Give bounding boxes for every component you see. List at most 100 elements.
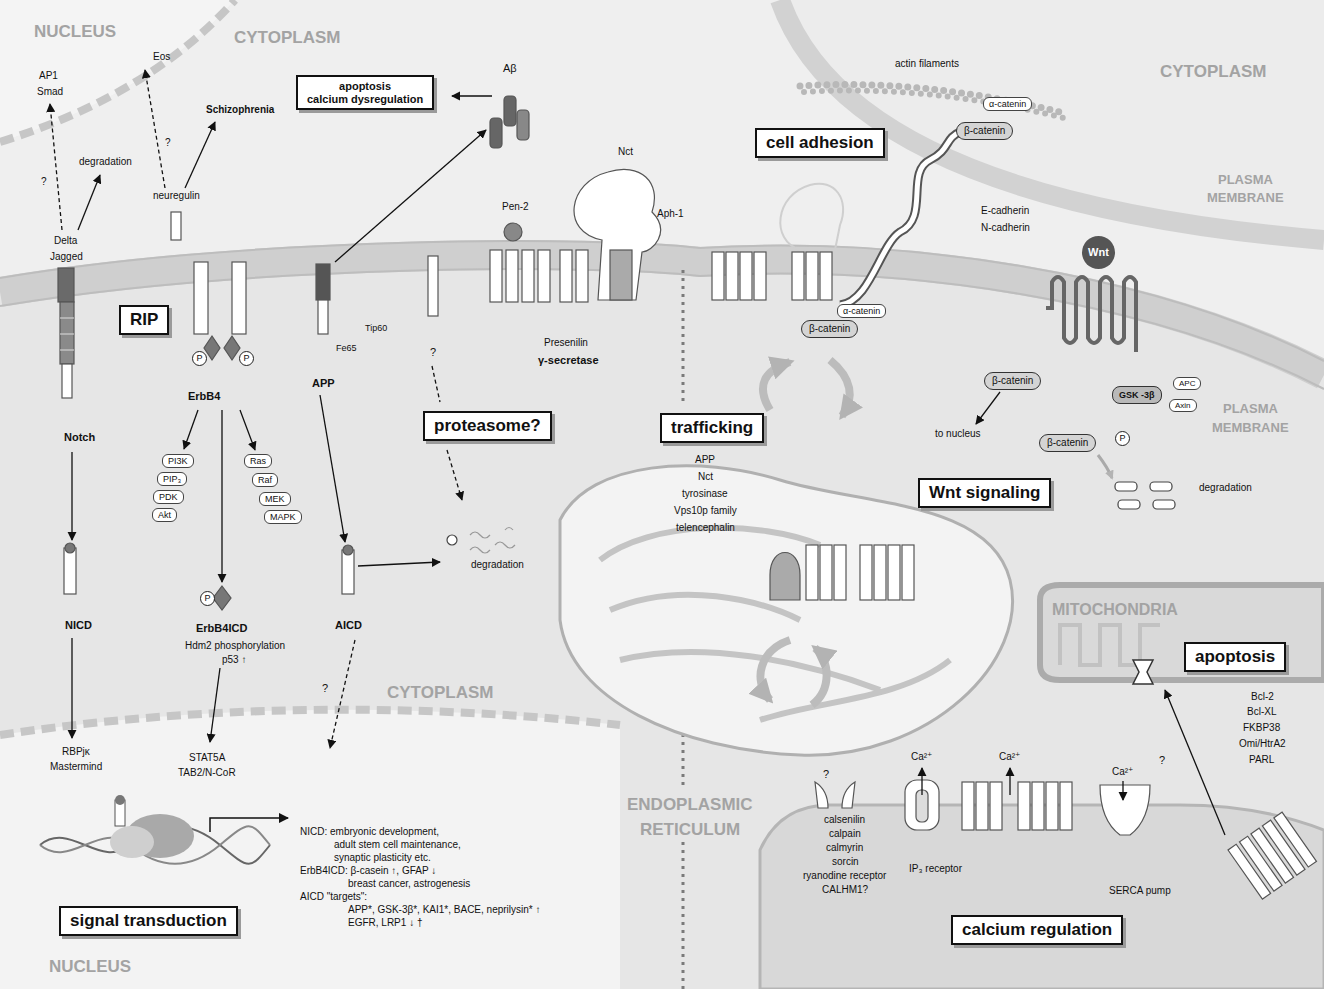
pathway-arrows [210, 668, 220, 742]
protein-tag: β-catenin [984, 372, 1041, 390]
annotation-label: Tip60 [365, 323, 387, 333]
node-text: PDK [159, 492, 178, 502]
node-text: APC [1179, 379, 1195, 388]
node-text: Akt [158, 510, 171, 520]
annotation-label: Vps10p family [674, 505, 737, 517]
membrane-proteins [65, 543, 75, 553]
pathway-arrows [432, 366, 440, 402]
annotation-label: Pen-2 [502, 201, 529, 213]
membrane-proteins [490, 118, 502, 148]
membrane-proteins [888, 545, 900, 600]
membrane-proteins [194, 262, 208, 334]
annotation-label: adult stem cell maintenance, [334, 839, 461, 851]
annotation-label: ? [322, 682, 328, 695]
mitochondrion [1040, 585, 1324, 684]
callout-box: cell adhesion [755, 128, 885, 158]
pathway-arrows [50, 104, 62, 230]
annotation-label: SERCA pump [1109, 885, 1171, 897]
mitochondrion [1133, 660, 1153, 684]
callout-box: calcium regulation [951, 915, 1123, 945]
protein-tag: α-catenin [837, 304, 886, 318]
membrane-proteins [962, 782, 974, 830]
annotation-label: to nucleus [935, 428, 981, 440]
dna-transcription [210, 818, 288, 832]
protein-tag: PDK [153, 490, 184, 504]
pathway-arrows [145, 70, 165, 188]
callout-box: apoptosiscalcium dysregulation [296, 75, 434, 110]
membrane-proteins [1018, 782, 1030, 830]
phospho-circle: P [239, 351, 254, 366]
node-text: β-catenin [1047, 437, 1088, 449]
node-text: α-catenin [989, 99, 1026, 109]
region-label: CYTOPLASM [1160, 62, 1266, 82]
annotation-label: ryanodine receptor [803, 870, 886, 882]
annotation-label: ErbB4 [188, 390, 220, 403]
membrane-proteins [504, 96, 516, 126]
annotation-label: Hdm2 phosphorylation [185, 640, 285, 652]
membrane-proteins [504, 223, 522, 241]
node-text: MEK [265, 494, 285, 504]
protein-tag: Raf [252, 473, 278, 487]
membrane-proteins [712, 252, 724, 300]
membrane-proteins [874, 545, 886, 600]
phospho-circle: P [200, 591, 215, 606]
node-text: α-catenin [843, 306, 880, 316]
node-text: RIP [130, 310, 158, 330]
annotation-label: sorcin [832, 856, 859, 868]
membrane-proteins [517, 110, 529, 140]
protein-tag: MAPK [264, 510, 302, 524]
membranes [0, 0, 235, 142]
annotation-label: calpain [829, 828, 861, 840]
trafficking-arrows [812, 648, 827, 705]
annotation-label: Ca²⁺ [1112, 766, 1133, 778]
mitochondrion [1060, 625, 1160, 665]
node-text: P [243, 353, 249, 363]
region-label: MEMBRANE [1207, 191, 1284, 206]
callout-box: apoptosis [1184, 642, 1286, 672]
annotation-label: Mastermind [50, 761, 102, 773]
node-text: Raf [258, 475, 272, 485]
region-label: PLASMA [1218, 173, 1273, 188]
annotation-label: degradation [471, 559, 524, 571]
membrane-proteins [770, 553, 800, 601]
node-text: GSK -3β [1119, 390, 1155, 400]
membrane-proteins [754, 252, 766, 300]
annotation-label: AP1 [39, 70, 58, 82]
region-label: MEMBRANE [1212, 421, 1289, 436]
membrane-proteins [1032, 782, 1044, 830]
annotation-label: calmyrin [826, 842, 863, 854]
pathway-arrows [358, 562, 440, 566]
membrane-proteins [58, 268, 74, 302]
annotation-label: telencephalin [676, 522, 735, 534]
annotation-label: Bcl-XL [1247, 706, 1276, 718]
callout-box: Wnt signaling [918, 478, 1051, 508]
pathway-arrows [330, 640, 355, 748]
annotation-label: EGFR, LRP1 ↓ † [348, 917, 422, 929]
pathway-arrows [447, 450, 462, 500]
degradation-fragments [1153, 500, 1175, 509]
annotation-label: p53 ↑ [222, 654, 246, 666]
membrane-proteins [64, 548, 76, 594]
membrane-proteins [576, 250, 588, 302]
callout-box: trafficking [660, 413, 764, 443]
membrane-proteins [318, 300, 328, 334]
membrane-proteins [806, 545, 818, 600]
membrane-proteins [490, 250, 502, 302]
annotation-label: Notch [64, 431, 95, 444]
membrane-proteins [62, 364, 72, 398]
dna-transcription [110, 826, 154, 858]
annotation-label: CALHM1? [822, 884, 868, 896]
annotation-label: tyrosinase [682, 488, 728, 500]
pathway-arrows [71, 452, 72, 540]
pathway-arrows [50, 70, 1225, 835]
membrane-proteins [560, 250, 572, 302]
actin-filament [804, 90, 1064, 118]
protein-tag: α-catenin [983, 97, 1032, 111]
protein-tag: PIP₃ [157, 472, 187, 486]
region-label: MITOCHONDRIA [1052, 601, 1178, 619]
annotation-label: TAB2/N-CoR [178, 767, 236, 779]
membrane-proteins [171, 212, 181, 240]
membrane-proteins [342, 550, 354, 594]
